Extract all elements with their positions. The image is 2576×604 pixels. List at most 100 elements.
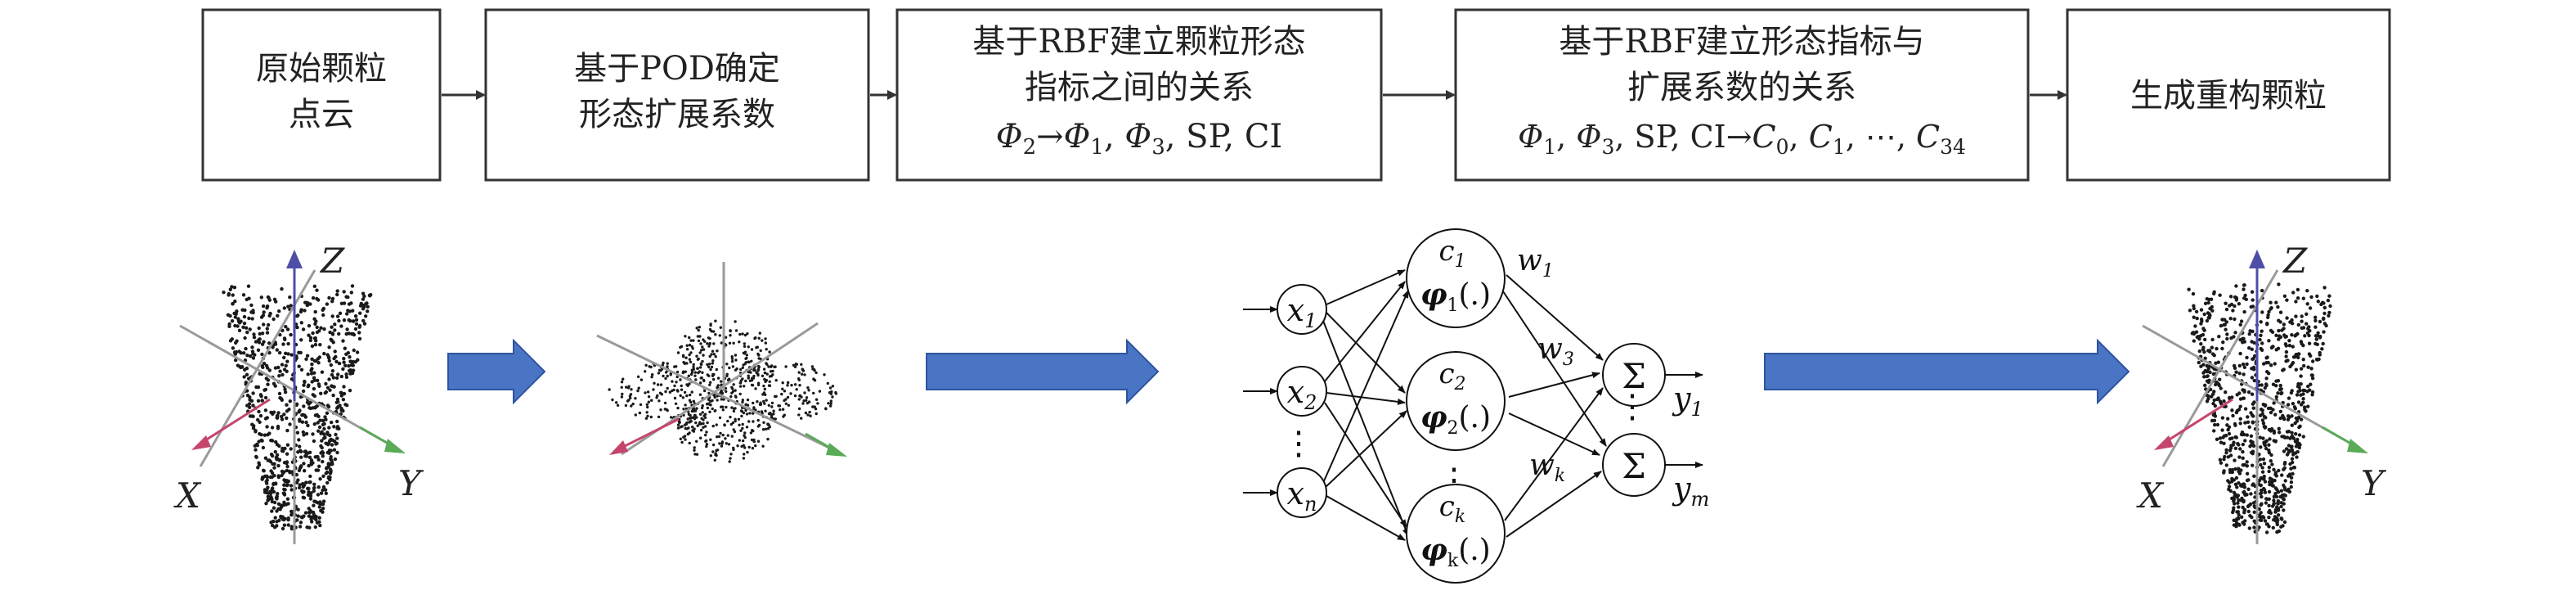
svg-text:xn: xn [1287, 476, 1317, 516]
flow-box-frame [201, 8, 442, 182]
hidden-node-phi: φ [1420, 400, 1447, 435]
hidden-node-center-subscript: k [1455, 507, 1465, 527]
y-axis-arrowhead [384, 439, 406, 453]
hidden-node-phi-subscript: 2 [1447, 418, 1459, 439]
point-cloud-dots [222, 284, 373, 531]
output-label: y1 [1672, 381, 1703, 421]
input-node: xn [1277, 467, 1327, 518]
flow-box-reconstruct: 生成重构颗粒 [2066, 8, 2391, 182]
formula-part: Φ [1518, 119, 1543, 155]
weight-label: w1 [1517, 244, 1554, 282]
flow-box-line: 基于POD确定 [574, 50, 780, 88]
flow-chart: 原始颗粒 点云 基于POD确定 形态扩展系数 基于RBF建立颗粒形态 指标之间的… [201, 8, 2391, 182]
hidden-node-phi: φ [1420, 277, 1447, 312]
x-axis [2165, 398, 2233, 444]
formula-part: , ⋯, [1846, 119, 1916, 155]
weight-label-subscript: 1 [1542, 261, 1554, 282]
hidden-node-phi: φ [1420, 533, 1447, 567]
weight-label: w3 [1537, 332, 1574, 370]
formula-part: 34 [1940, 135, 1966, 159]
sum-node: Σ [1602, 343, 1666, 407]
x-axis-arrowhead [2154, 435, 2174, 450]
flow-box-frame [1454, 8, 2030, 182]
hidden-node-phi-arg: (.) [1459, 401, 1492, 435]
input-node: x2 [1277, 366, 1327, 417]
svg-text:φ2(.): φ2(.) [1420, 400, 1491, 439]
output-label-subscript: 1 [1690, 398, 1703, 421]
svg-text:c2: c2 [1438, 358, 1465, 394]
hidden-node-phi-subscript: k [1447, 551, 1459, 571]
flow-box-line: 点云 [289, 96, 354, 133]
weight-label: wk [1529, 448, 1565, 486]
flow-box-pod: 基于POD确定 形态扩展系数 [484, 8, 870, 182]
x-axis-arrowhead [191, 435, 211, 450]
formula-part: 0 [1776, 135, 1789, 159]
hidden-node-center: c [1438, 235, 1454, 268]
original-point-cloud: Z X Y [173, 241, 424, 544]
formula-part: 1 [1833, 135, 1846, 159]
axis-line [2142, 324, 2356, 448]
y-axis-label: Y [398, 463, 424, 503]
formula-part: C [1752, 119, 1776, 155]
formula-part: , [1789, 119, 1809, 155]
formula-part: C [1809, 119, 1833, 155]
axis-line [2161, 269, 2279, 467]
formula-part: 1 [1543, 135, 1556, 159]
hidden-node-center: c [1438, 358, 1454, 390]
point-cloud-dots [608, 319, 838, 463]
z-axis-arrowhead [286, 250, 303, 268]
z-axis-label: Z [319, 241, 345, 281]
flow-box-line: 形态扩展系数 [579, 96, 775, 133]
formula-part: , [1556, 119, 1576, 155]
axis-line [199, 269, 316, 467]
output-label-base: y [1672, 471, 1691, 507]
formula-part: Φ [1064, 118, 1091, 156]
input-hidden-connections [1322, 269, 1409, 541]
reconstructed-point-cloud: Z X Y [2136, 241, 2387, 544]
sum-node: Σ [1602, 433, 1666, 497]
hidden-node-center-subscript: 1 [1455, 251, 1466, 272]
x-axis [202, 398, 271, 444]
flow-box-rbf-coefficients: 基于RBF建立形态指标与 扩展系数的关系 Φ1, Φ3, SP, CI→C0, … [1454, 8, 2030, 182]
hidden-node-center-subscript: 2 [1454, 374, 1466, 394]
hidden-node-phi-arg: (.) [1459, 278, 1492, 312]
x-axis-arrowhead [609, 440, 628, 455]
rbf-network: x1 x2 ⋮ xn c1 φ1(.) c2 φ2(.) ⋮ ck φk(.) [1243, 228, 1709, 584]
svg-text:ck: ck [1439, 490, 1465, 527]
weight-label-base: w [1517, 244, 1542, 277]
svg-text:x2: x2 [1287, 374, 1317, 414]
flow-box-original-cloud: 原始颗粒 点云 [201, 8, 442, 182]
input-node-label: x [1287, 292, 1304, 328]
formula-part: Φ [1576, 119, 1601, 155]
point-cloud-dots [2187, 282, 2332, 534]
svg-text:x1: x1 [1287, 292, 1317, 332]
flow-box-frame [895, 8, 1383, 182]
formula-part: , SP, CI [1165, 118, 1282, 156]
formula-part: → [1036, 118, 1064, 156]
flow-box-frame [484, 8, 870, 182]
axis-line [179, 324, 393, 448]
hidden-node: ck φk(.) [1406, 484, 1506, 584]
flow-box-line: 扩展系数的关系 [1627, 69, 1856, 106]
flow-box-frame [2066, 8, 2391, 182]
input-node-label: x [1287, 476, 1304, 512]
flow-box-line: 基于RBF建立颗粒形态 [972, 23, 1305, 61]
input-node: x1 [1277, 284, 1327, 335]
process-arrow [1764, 338, 2130, 405]
hidden-node-center: c [1439, 490, 1455, 523]
process-arrow [926, 338, 1160, 405]
flow-box-rbf-indices: 基于RBF建立颗粒形态 指标之间的关系 Φ2→Φ1, Φ3, SP, CI [895, 8, 1383, 182]
output-label: ym [1672, 471, 1709, 511]
y-axis-label: Y [2361, 463, 2387, 503]
hidden-node: c2 φ2(.) [1406, 351, 1506, 451]
flow-box-line: 指标之间的关系 [1025, 69, 1254, 106]
formula-part: , SP, CI→ [1614, 119, 1752, 155]
flow-box-line: 基于RBF建立形态指标与 [1559, 23, 1924, 61]
formula-part: 3 [1151, 135, 1165, 160]
input-node-subscript: 1 [1304, 309, 1317, 332]
hidden-node-phi-arg: (.) [1458, 534, 1491, 567]
y-axis-arrowhead [826, 443, 847, 457]
formula-part: 1 [1090, 135, 1104, 160]
